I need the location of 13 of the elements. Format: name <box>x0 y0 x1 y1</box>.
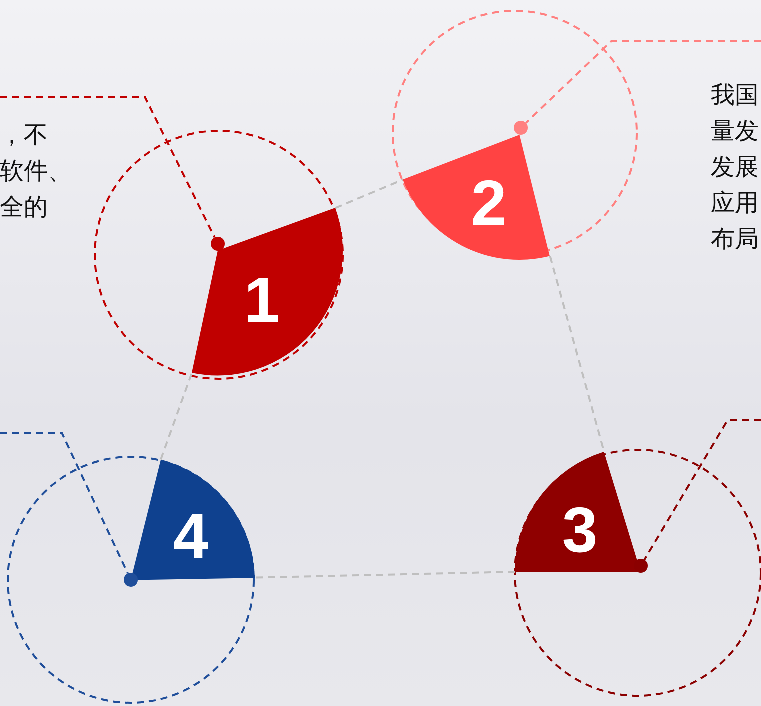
description-text: 我国量发发展应用布局 <box>711 41 761 257</box>
step-number: 3 <box>562 498 598 562</box>
leader-line <box>0 432 129 574</box>
step-number: 1 <box>244 268 280 332</box>
leader-line <box>0 96 216 238</box>
step-number: 4 <box>173 504 209 568</box>
description-text: ，不软件、全的 <box>0 97 82 225</box>
leader-line <box>525 40 761 124</box>
connector-line <box>160 372 193 460</box>
leader-line <box>644 419 761 560</box>
connector-line <box>335 178 404 210</box>
connector-line <box>254 571 516 579</box>
step-number: 2 <box>471 171 507 235</box>
